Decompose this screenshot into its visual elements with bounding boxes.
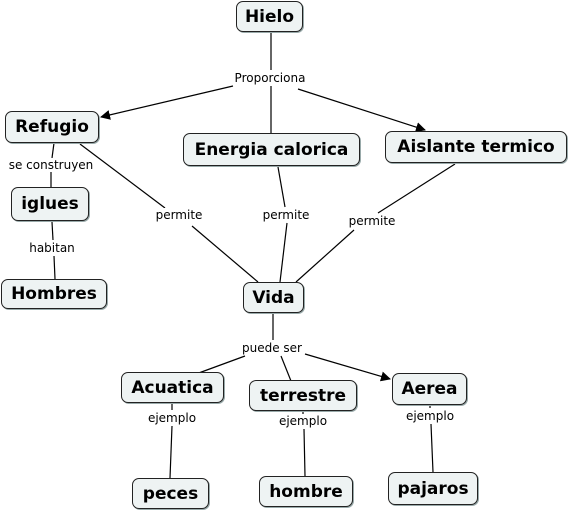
- link-label-ejemplo: ejemplo: [403, 409, 457, 423]
- arrow-to-refugio: [100, 85, 234, 120]
- concept-node-hombres[interactable]: Hombres: [1, 279, 107, 309]
- link-label-permite: permite: [346, 214, 398, 228]
- concept-node-aerea[interactable]: Aerea: [392, 373, 467, 405]
- edge-permite-vida-left: [191, 225, 259, 283]
- link-label-habitan: habitan: [27, 241, 77, 255]
- edge-puedeser-terrestre: [280, 355, 292, 382]
- edge-habitan-hombres: [53, 255, 56, 280]
- edge-ejemplo-pajaros: [430, 423, 434, 473]
- concept-node-peces[interactable]: peces: [132, 478, 209, 509]
- edge-refugio-iglues: [51, 142, 55, 159]
- edge-aislante-permite: [377, 163, 456, 214]
- arrow-to-aislante: [297, 88, 426, 132]
- edge-puedeser-acuatica: [195, 355, 246, 375]
- link-label-permite: permite: [153, 208, 205, 222]
- concept-node-hombre[interactable]: hombre: [259, 476, 353, 507]
- edge-permite-vida-right: [295, 229, 355, 283]
- concept-node-vida[interactable]: Vida: [243, 282, 304, 313]
- concept-node-energia-calorica[interactable]: Energia calorica: [183, 133, 360, 166]
- concept-node-refugio[interactable]: Refugio: [5, 111, 99, 143]
- link-label-se-construyen: se construyen: [6, 158, 96, 172]
- edge-ejemplo-peces: [169, 425, 173, 479]
- concept-node-hielo[interactable]: Hielo: [236, 1, 303, 32]
- concept-node-pajaros[interactable]: pajaros: [388, 472, 478, 505]
- arrow-to-aerea: [304, 353, 391, 382]
- edge-permite-vida-mid: [279, 222, 288, 283]
- link-label-proporciona: Proporciona: [232, 71, 308, 85]
- edge-energia-permite: [277, 166, 286, 208]
- edge-iglues-habitan: [51, 221, 54, 241]
- link-label-permite: permite: [260, 208, 312, 222]
- link-label-puede-ser: puede ser: [240, 341, 304, 355]
- link-label-ejemplo: ejemplo: [145, 411, 199, 425]
- edge-refugio-permite: [79, 143, 166, 209]
- concept-node-iglues[interactable]: iglues: [11, 187, 89, 221]
- concept-node-aislante-termico[interactable]: Aislante termico: [385, 131, 567, 163]
- concept-node-acuatica[interactable]: Acuatica: [121, 372, 224, 403]
- edge-ejemplo-hombre: [303, 428, 306, 477]
- concept-node-terrestre[interactable]: terrestre: [249, 380, 357, 411]
- link-label-ejemplo: ejemplo: [276, 414, 330, 428]
